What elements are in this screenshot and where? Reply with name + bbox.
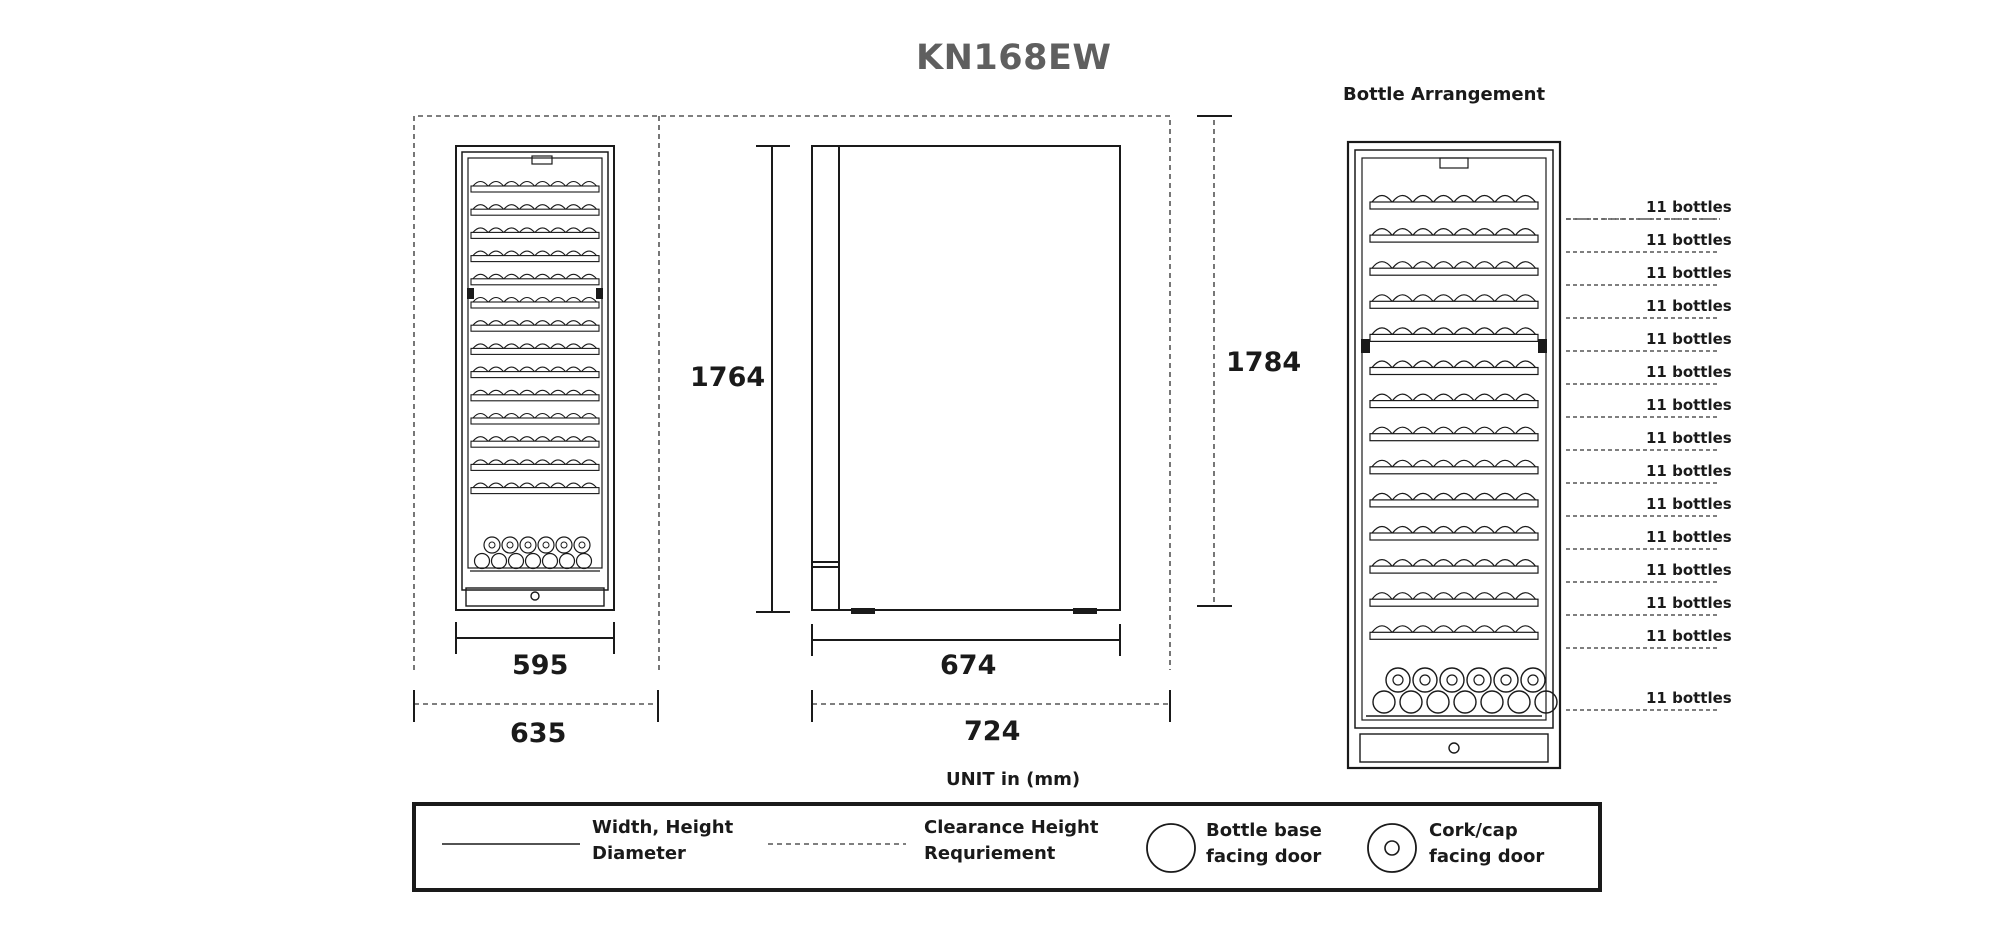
shelf-count-label: 11 bottles xyxy=(1646,594,1732,612)
clearance-height-label: 1784 xyxy=(1226,347,1302,378)
side-view-cabinet xyxy=(811,145,1121,614)
clearance-dim-ticks xyxy=(413,115,1232,722)
shelf-count-label: 11 bottles xyxy=(1646,495,1732,513)
height-dimension xyxy=(756,145,790,613)
front-view-cabinet xyxy=(455,145,615,611)
legend-cork-label-line1: Cork/cap xyxy=(1429,820,1518,841)
front-clearance-width-label: 635 xyxy=(510,718,567,749)
side-depth-label: 674 xyxy=(940,650,997,681)
legend-bottle-base-label-line2: facing door xyxy=(1206,846,1322,867)
front-width-dimension xyxy=(455,622,615,654)
legend-bottle-base-label-line1: Bottle base xyxy=(1206,820,1322,841)
legend-bottle-base-label: Bottle base facing door xyxy=(1206,818,1322,870)
legend-dashed-line-label-line1: Clearance Height xyxy=(924,817,1099,838)
legend-cork-label: Cork/cap facing door xyxy=(1429,818,1544,870)
shelf-count-label: 11 bottles xyxy=(1646,330,1732,348)
legend-cork-label-line2: facing door xyxy=(1429,846,1545,867)
shelf-count-label: 11 bottles xyxy=(1646,561,1732,579)
side-depth-dimension xyxy=(811,624,1121,656)
shelf-count-leaders xyxy=(1566,218,1720,711)
product-model-title: KN168EW xyxy=(916,38,1112,78)
legend-box xyxy=(412,802,1602,892)
drawing-layer xyxy=(412,115,1720,892)
shelf-count-label: 11 bottles xyxy=(1646,429,1732,447)
shelf-count-label: 11 bottles xyxy=(1646,627,1732,645)
shelf-count-label: 11 bottles xyxy=(1646,396,1732,414)
bottle-base-icon xyxy=(1146,823,1196,873)
bottle-arrangement-title: Bottle Arrangement xyxy=(1343,84,1546,105)
shelf-count-label: 11 bottles xyxy=(1646,689,1732,707)
legend-dashed-line-label-line2: Requriement xyxy=(924,843,1056,864)
clearance-dashed-lines xyxy=(413,115,1720,705)
shelf-count-label: 11 bottles xyxy=(1646,297,1732,315)
shelf-count-label: 11 bottles xyxy=(1646,264,1732,282)
shelf-count-label: 11 bottles xyxy=(1646,198,1732,216)
legend-solid-line-label-line1: Width, Height xyxy=(592,817,734,838)
shelf-count-label: 11 bottles xyxy=(1646,462,1732,480)
unit-label: UNIT in (mm) xyxy=(946,769,1081,790)
legend-solid-line-label: Width, Height Diameter xyxy=(592,815,733,867)
shelf-count-label: 11 bottles xyxy=(1646,231,1732,249)
height-label: 1764 xyxy=(690,362,766,393)
shelf-count-label: 11 bottles xyxy=(1646,363,1732,381)
front-width-label: 595 xyxy=(512,650,569,681)
side-clearance-depth-label: 724 xyxy=(964,716,1021,747)
legend-dashed-line-label: Clearance Height Requriement xyxy=(924,815,1098,867)
arrangement-cabinet xyxy=(1346,140,1562,770)
cork-cap-icon xyxy=(1367,823,1417,873)
legend-solid-line-label-line2: Diameter xyxy=(592,843,686,864)
shelf-count-label: 11 bottles xyxy=(1646,528,1732,546)
clearance-outline xyxy=(413,115,1171,670)
